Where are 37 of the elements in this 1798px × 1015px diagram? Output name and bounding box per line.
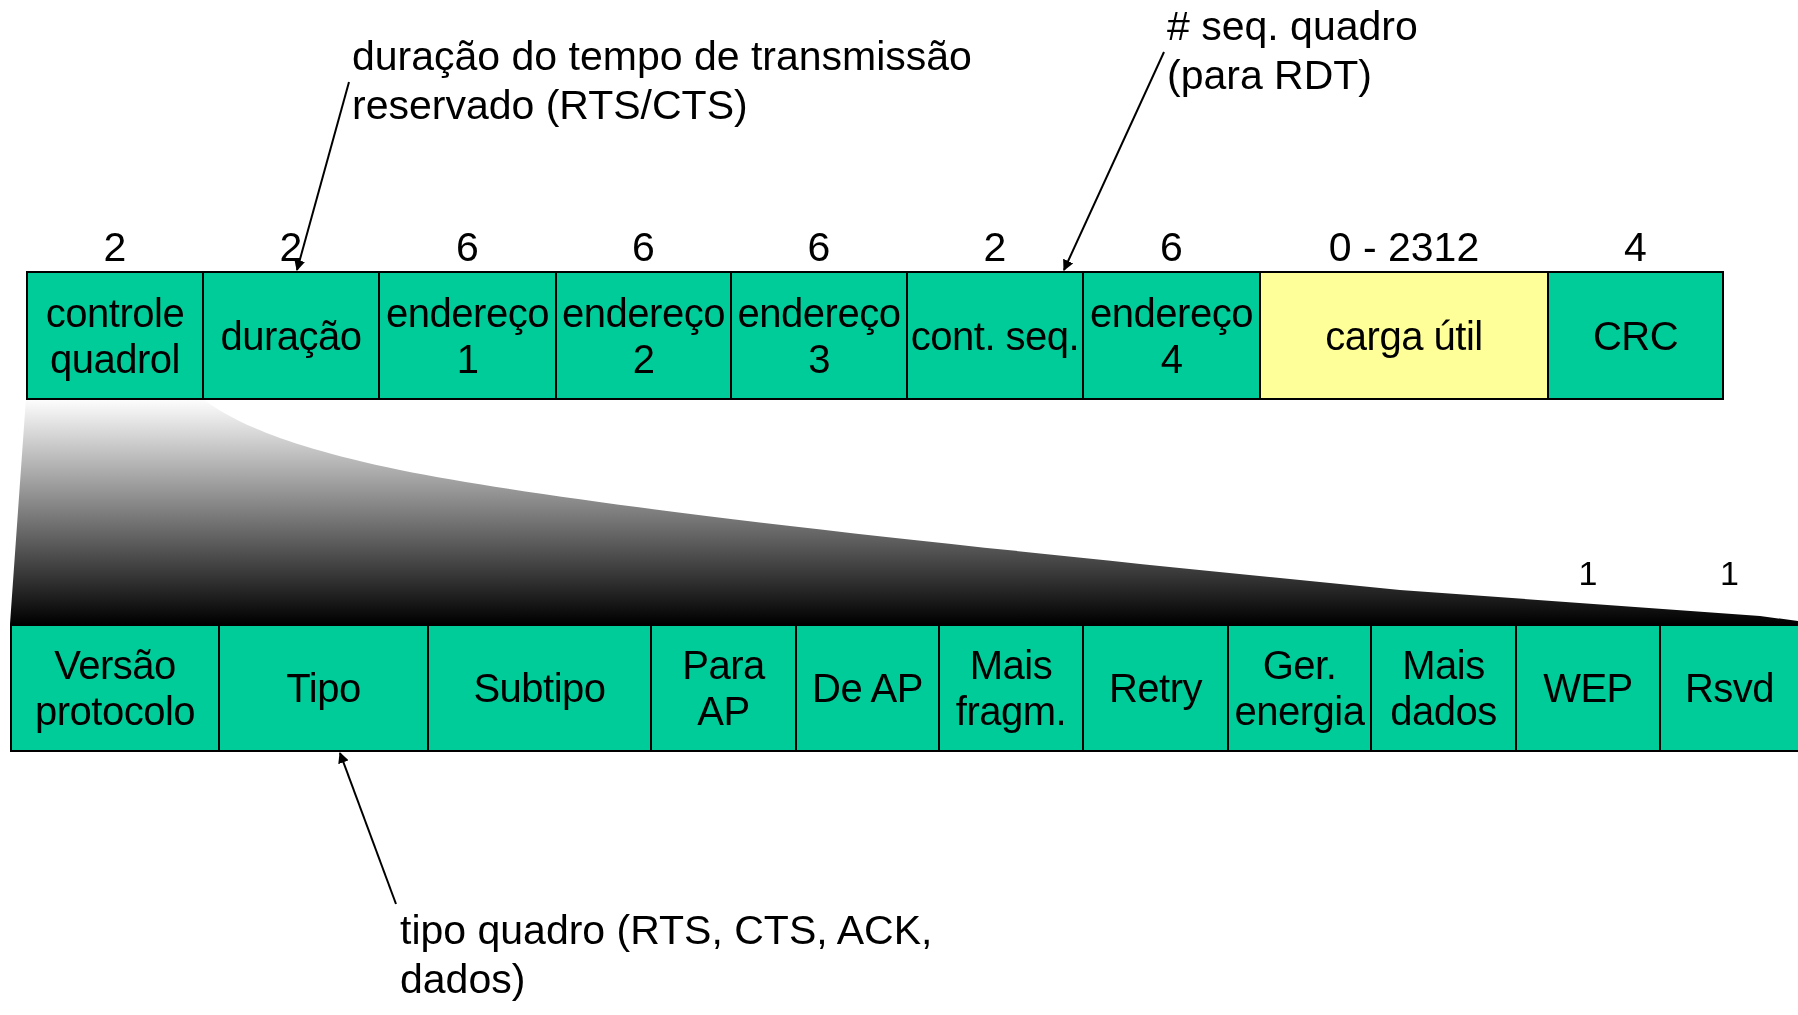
byte-count: 0 - 2312 — [1328, 224, 1480, 271]
field-box: cont. seq. — [906, 271, 1084, 400]
byte-count: 1 — [1578, 554, 1598, 593]
annotation-text: duração do tempo de transmissão reservado (RTS/CTS) — [352, 32, 1132, 132]
byte-count: 4 — [1624, 224, 1647, 271]
byte-count: 2 — [983, 224, 1007, 271]
field-box: De AP — [795, 624, 940, 752]
field-box: Ger. energia — [1227, 624, 1372, 752]
field-box: Mais dados — [1370, 624, 1517, 752]
annotation-text: # seq. quadro (para RDT) — [1167, 2, 1497, 102]
leader-arrow — [338, 751, 397, 905]
byte-count: 2 — [103, 224, 127, 271]
byte-count: 6 — [807, 224, 831, 271]
field-box: endereço 1 — [378, 271, 557, 400]
field-box: Mais fragm. — [938, 624, 1084, 752]
byte-count: 6 — [456, 224, 479, 271]
field-box: Retry — [1082, 624, 1229, 752]
leader-arrow — [1063, 51, 1165, 271]
field-box: Versão protocolo — [10, 624, 220, 752]
field-box: Para AP — [650, 624, 797, 752]
leader-arrow — [294, 81, 350, 272]
field-box: carga útil — [1259, 271, 1549, 400]
field-box: duração — [202, 271, 380, 400]
field-box: endereço 4 — [1082, 271, 1261, 400]
field-box: endereço 2 — [555, 271, 732, 400]
byte-count: 6 — [632, 224, 655, 271]
annotation-text: tipo quadro (RTS, CTS, ACK, dados) — [400, 906, 1000, 1010]
byte-count: 1 — [1720, 554, 1739, 593]
field-box: Rsvd — [1659, 624, 1798, 752]
field-box: controle quadrol — [26, 271, 204, 400]
field-box: CRC — [1547, 271, 1724, 400]
field-box: Subtipo — [427, 624, 652, 752]
byte-count: 6 — [1160, 224, 1183, 271]
byte-count: 2 — [279, 224, 303, 271]
field-box: endereço 3 — [730, 271, 908, 400]
field-box: Tipo — [218, 624, 429, 752]
field-box: WEP — [1515, 624, 1661, 752]
